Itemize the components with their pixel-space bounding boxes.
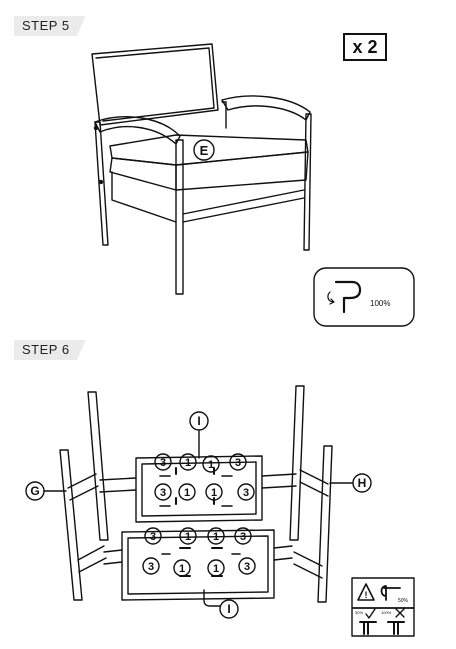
upper-panel-callouts: 3 1 1 3 3 1 1 3 — [154, 453, 255, 501]
quantity-badge: x 2 — [343, 33, 387, 61]
allen-key-icon — [380, 585, 401, 601]
callout-number: 3 — [148, 561, 154, 573]
part-label-h: H — [358, 476, 367, 490]
part-label-i-top: I — [197, 414, 200, 428]
rotate-arrow-icon — [327, 291, 335, 305]
callout-number: 3 — [150, 531, 156, 543]
torque-label: 100% — [370, 299, 390, 308]
warning-small-label: 30% — [355, 610, 363, 615]
callout-number: 1 — [185, 457, 191, 469]
callout-number: 1 — [185, 531, 191, 543]
callout-number: 3 — [240, 531, 246, 543]
part-label-e: E — [200, 143, 209, 158]
leader-i-bottom — [203, 589, 221, 607]
drill-ok-icon — [359, 621, 377, 635]
part-label-e-circle — [193, 139, 215, 161]
torque-warning-panel: ! 50% 30% 100% — [351, 577, 415, 637]
frame-drawing — [59, 385, 333, 603]
drill-no-icon — [387, 621, 405, 635]
callout-number: 1 — [213, 531, 219, 543]
part-label-g: G — [30, 484, 39, 498]
check-icon — [365, 608, 376, 619]
warning-triangle-icon — [357, 583, 375, 601]
lower-panel-callouts: 3 1 1 3 3 1 1 3 — [142, 527, 256, 577]
callout-number: 1 — [211, 487, 217, 499]
callout-number: 3 — [235, 457, 241, 469]
callout-number: 1 — [213, 563, 219, 575]
allen-key-icon — [334, 280, 362, 314]
chair-drawing — [91, 43, 312, 295]
svg-text:!: ! — [365, 590, 368, 600]
callout-number: 1 — [208, 459, 214, 471]
cross-icon — [395, 608, 405, 618]
warning-small-label: 100% — [381, 610, 392, 615]
callout-number: 1 — [184, 487, 190, 499]
callout-number: 3 — [243, 487, 249, 499]
part-label-i-bottom: I — [227, 602, 230, 616]
warning-torque-label: 50% — [398, 598, 409, 604]
step-5-title: STEP 5 — [14, 16, 86, 36]
callout-number: 3 — [160, 457, 166, 469]
step-6-title: STEP 6 — [14, 340, 86, 360]
callout-number: 3 — [160, 487, 166, 499]
callout-number: 1 — [179, 563, 185, 575]
wrench-callout: 100% — [313, 267, 415, 327]
callout-number: 3 — [244, 561, 250, 573]
